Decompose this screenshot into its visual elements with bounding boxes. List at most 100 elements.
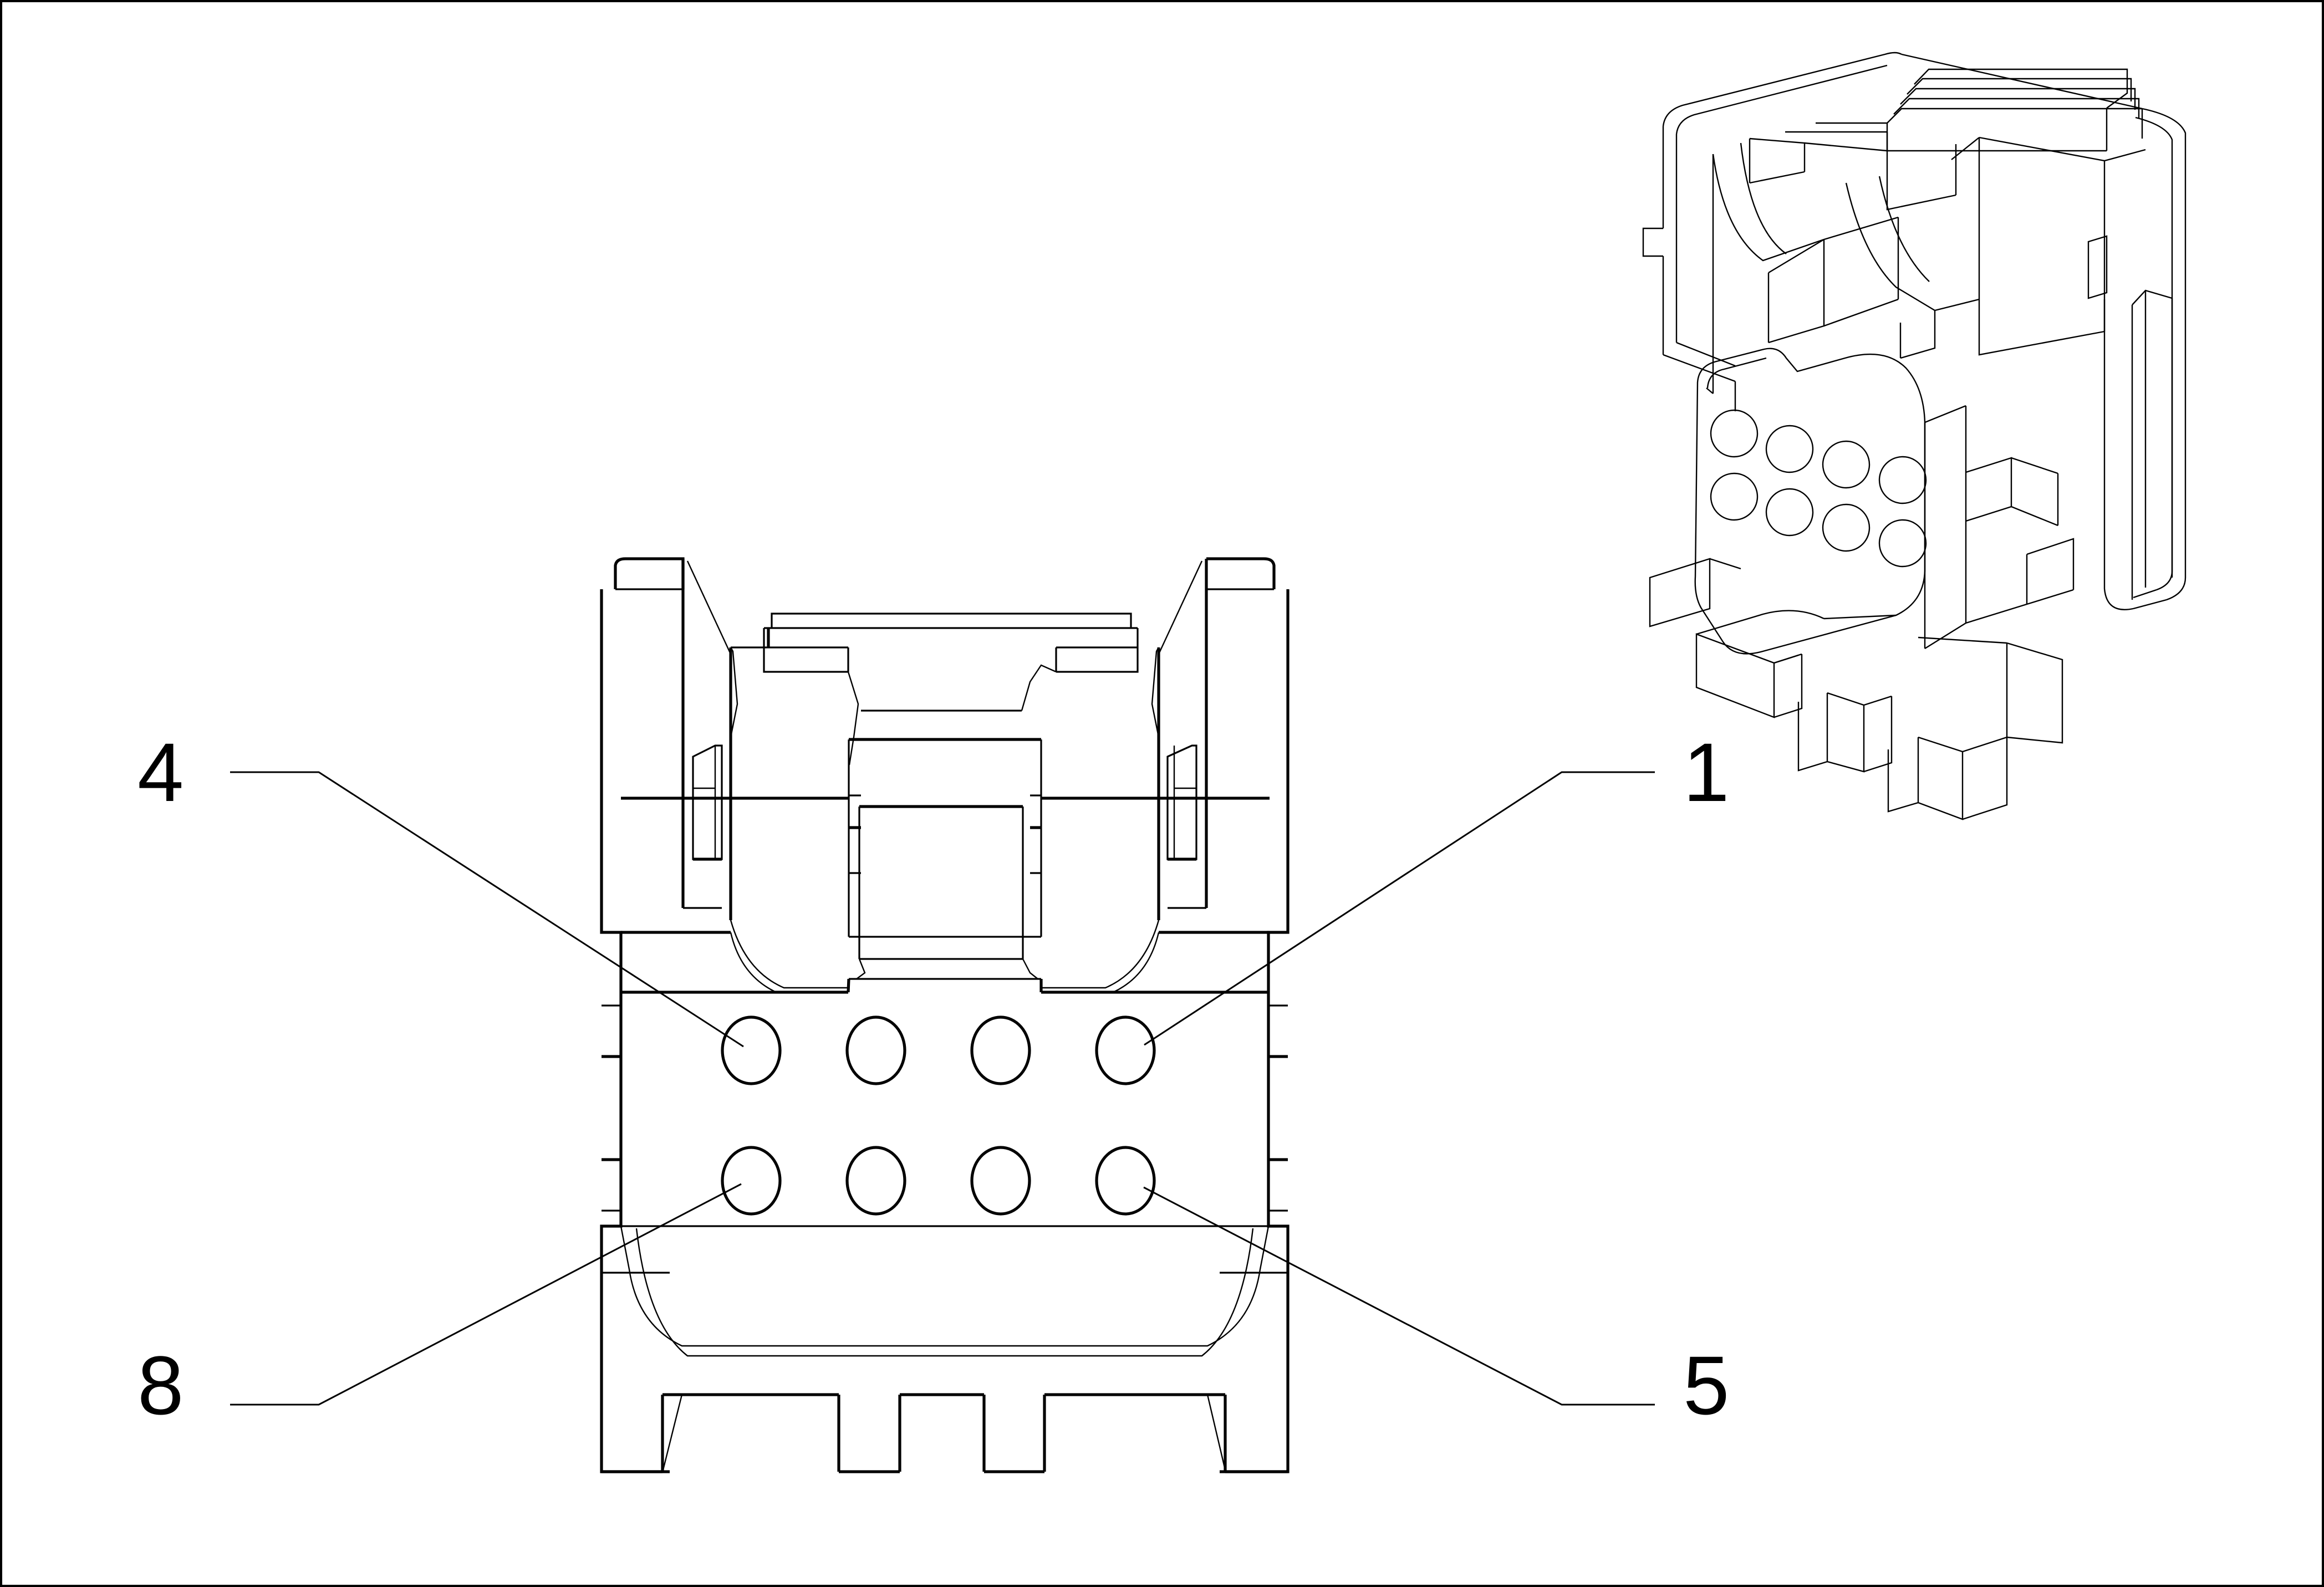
iso-inner-riser-a	[1886, 151, 1956, 211]
iso-base-front-rim	[1696, 610, 1824, 635]
iso-cavity-r1c2	[1765, 425, 1814, 473]
face-tab-lower-right	[1267, 1159, 1288, 1212]
iso-cavity-r2c1	[1710, 472, 1759, 521]
left-block-bevel	[730, 647, 738, 738]
top-cap-thin	[771, 613, 1132, 628]
cavity-row2-col3	[970, 1146, 1031, 1216]
right-tab-chamfer	[1158, 560, 1203, 904]
iso-inner-ledge-3	[1749, 171, 1805, 184]
iso-foot-3-side	[1962, 737, 2008, 820]
iso-foot-1-side	[1773, 654, 1803, 718]
iso-cavity-r2c3	[1822, 503, 1871, 552]
leader-4	[230, 771, 744, 1048]
iso-foot-3-cap	[1962, 643, 2008, 753]
iso-right-step-4	[2011, 506, 2058, 527]
iso-foot-gap-1	[1797, 693, 1828, 772]
iso-right-step-5	[2026, 538, 2075, 590]
iso-backwall-right-top	[1979, 136, 2106, 331]
iso-body-right-bottom	[1924, 622, 1966, 650]
iso-shell-right-inner	[2135, 116, 2173, 239]
iso-inner-ledge-1	[1749, 137, 1806, 172]
iso-cavity-face-rim	[1706, 357, 1767, 389]
iso-foot-3	[1918, 736, 1964, 820]
iso-shell-right-bottom-cap2	[2133, 589, 2157, 599]
fillet-upper-right-inner	[1041, 932, 1160, 993]
face-tab-upper-right	[1267, 1004, 1288, 1058]
iso-shell-rim-to-right	[1901, 53, 2143, 110]
iso-cavity-r1c4	[1878, 456, 1927, 504]
fillet-upper-right-outer	[1041, 920, 1160, 989]
iso-base-right-block	[2006, 642, 2063, 744]
leader-lines	[230, 771, 1655, 1406]
iso-shell-left-flange	[1642, 227, 1663, 257]
iso-shell-right-return	[2103, 299, 2134, 610]
cavity-row1-col1	[721, 1016, 782, 1085]
iso-foot-left-top	[1709, 558, 1741, 570]
iso-cavity-r2c4	[1878, 519, 1927, 568]
iso-sweep-box-a	[1768, 239, 1825, 344]
iso-body-right-top	[1924, 405, 1966, 423]
right-block-bevel	[1151, 647, 1160, 738]
cavity-grid-iso	[1710, 409, 1927, 568]
iso-shell-right-outer-lower	[2166, 244, 2187, 601]
body-left-outer-edge	[600, 589, 670, 1473]
iso-cavity-r2c2	[1765, 488, 1814, 537]
comb-draft-right	[1206, 1394, 1226, 1471]
cavity-row2-col1	[721, 1146, 782, 1216]
iso-foot-2-side	[1863, 696, 1893, 773]
iso-sweep-box-c	[1768, 238, 1824, 274]
iso-foot-gap-2	[1887, 737, 1919, 813]
iso-cavity-r1c1	[1710, 409, 1759, 458]
iso-rib-cap-5	[1887, 108, 2142, 124]
skirt-fillet-left-outer	[635, 1228, 981, 1357]
body-right-outer-edge	[1220, 589, 1290, 1473]
right-tab-top	[1206, 557, 1276, 589]
iso-sweep-wall-2	[1740, 142, 1787, 254]
left-latch-detail	[692, 744, 723, 860]
reference-numeral-4: 4	[137, 726, 184, 819]
iso-cavity-r1c3	[1822, 440, 1871, 489]
iso-body-corner	[1706, 387, 1714, 394]
iso-right-step-2	[2011, 457, 2058, 474]
iso-foot-left-block	[1649, 558, 1711, 627]
iso-base-link-1	[1773, 654, 1799, 664]
iso-sweep-wall-5	[1900, 310, 1936, 359]
iso-sweep-wall-1	[1712, 154, 1824, 262]
comb-draft-left	[662, 1394, 683, 1471]
tower-right-bevel-up	[1021, 664, 1057, 711]
tower-window-bl	[856, 958, 866, 979]
iso-inner-ledge-4	[1804, 142, 1888, 152]
iso-right-step-7	[2026, 589, 2074, 605]
iso-sweep-wall-4	[1878, 176, 1930, 282]
cavity-row1-col2	[845, 1016, 906, 1085]
iso-sweep-wall-3	[1845, 182, 1935, 312]
iso-shell-right-outer	[2142, 108, 2187, 244]
iso-base-front-rim2	[1823, 614, 1897, 620]
tower-window-br	[1022, 958, 1038, 979]
skirt-fillet-right-inner	[981, 1226, 1270, 1347]
face-tab-lower-left	[602, 1159, 622, 1212]
right-latch-detail	[1166, 744, 1197, 860]
tower-left-bevel	[847, 671, 859, 766]
left-tab-top	[614, 557, 685, 589]
reference-numeral-8: 8	[137, 1339, 184, 1432]
iso-backwall-right-cap	[2104, 149, 2146, 162]
iso-shell-rim-inner	[1675, 64, 1888, 135]
cavity-row2-col4	[1095, 1146, 1156, 1216]
reference-numeral-5: 5	[1683, 1339, 1730, 1432]
left-tab-chamfer	[686, 560, 732, 904]
face-tab-upper-left	[602, 1004, 622, 1058]
iso-sweep-box-d	[1823, 216, 1899, 241]
iso-right-step-8	[1965, 603, 2027, 624]
cavity-row1-col4	[1095, 1016, 1156, 1085]
iso-foot-1	[1695, 633, 1775, 718]
front-elevation-view	[600, 557, 1290, 1473]
cavity-grid-front	[721, 1016, 1156, 1216]
fillet-upper-left-inner	[730, 932, 848, 993]
top-cap-left-face	[763, 628, 848, 673]
iso-window-detail	[2087, 235, 2108, 299]
fillet-upper-left-outer	[730, 920, 848, 989]
iso-shell-rim-outer	[1662, 52, 1902, 127]
iso-foot-2	[1827, 692, 1865, 773]
